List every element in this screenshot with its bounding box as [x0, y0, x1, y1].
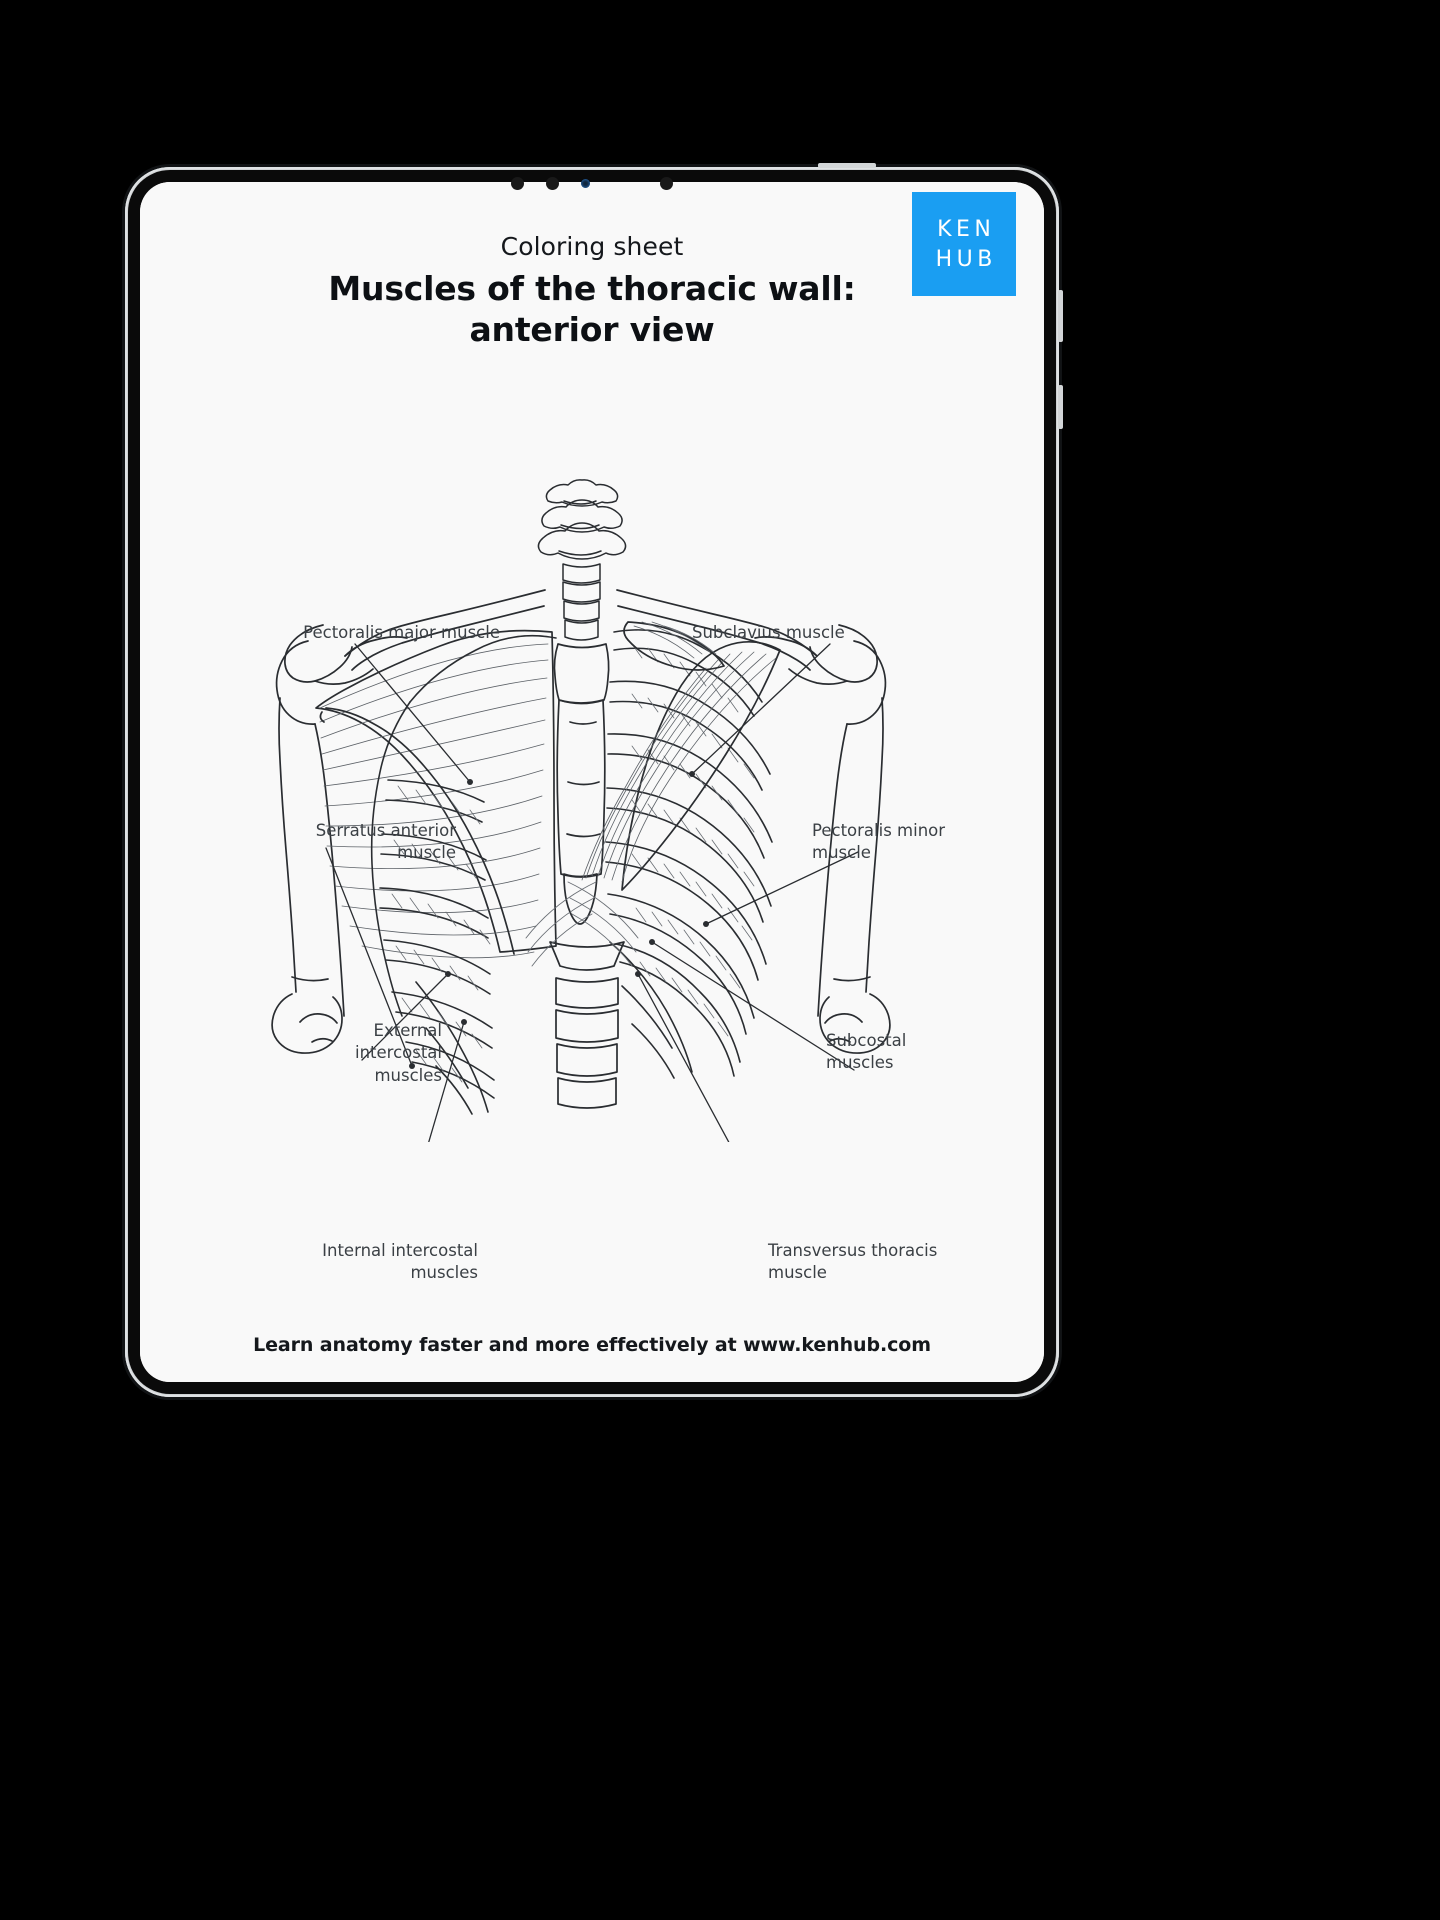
top-button[interactable]	[818, 163, 876, 168]
leader-lines	[325, 643, 859, 1142]
tablet-screen: KEN HUB Coloring sheet Muscles of the th…	[140, 182, 1044, 1382]
transversus-thoracis-muscle	[525, 881, 639, 967]
label-serratus-anterior: Serratus anterior muscle	[315, 821, 456, 863]
logo-text-ken: KEN	[937, 216, 996, 242]
anatomy-illustration	[140, 382, 1044, 1142]
label-pectoralis-minor: Pectoralis minor muscle	[812, 821, 946, 863]
ribcage-right	[605, 629, 773, 1079]
humerus-right	[817, 640, 891, 1054]
label-internal-intercostal: Internal intercostal muscles	[322, 1241, 478, 1283]
ribcage-left	[370, 634, 557, 1115]
volume-button[interactable]	[1058, 385, 1063, 429]
label-external-intercostal: External intercostal muscles	[354, 1021, 442, 1085]
subclavius-muscle	[623, 621, 725, 671]
coloring-sheet-page: KEN HUB Coloring sheet Muscles of the th…	[140, 182, 1044, 1382]
lumbar-vertebrae	[549, 941, 625, 1109]
pectoralis-major-muscle	[315, 629, 557, 959]
thoracic-wall-drawing	[271, 479, 891, 1142]
logo-text-hub: HUB	[935, 246, 997, 272]
sternum	[553, 643, 610, 925]
page-title-line-1: Muscles of the thoracic wall:	[328, 269, 856, 308]
page-title: Muscles of the thoracic wall: anterior v…	[140, 269, 1044, 351]
label-transversus-thoracis: Transversus thoracis muscle	[768, 1241, 938, 1283]
label-subclavius: Subclavius muscle	[692, 623, 845, 642]
page-title-block: Coloring sheet Muscles of the thoracic w…	[140, 232, 1044, 351]
page-subtitle: Coloring sheet	[500, 232, 684, 261]
page-footer: Learn anatomy faster and more effectivel…	[253, 1334, 931, 1356]
pectoralis-minor-muscle	[581, 641, 781, 891]
kenhub-logo[interactable]: KEN HUB	[912, 192, 1016, 296]
power-button[interactable]	[1058, 290, 1063, 342]
label-subcostal: Subcostal muscles	[826, 1031, 907, 1073]
tablet-device: KEN HUB Coloring sheet Muscles of the th…	[125, 163, 1063, 1397]
cervical-vertebrae	[537, 479, 627, 641]
scapulae	[284, 624, 878, 685]
label-pectoralis-major: Pectoralis major muscle	[303, 623, 500, 642]
page-title-line-2: anterior view	[469, 309, 715, 349]
